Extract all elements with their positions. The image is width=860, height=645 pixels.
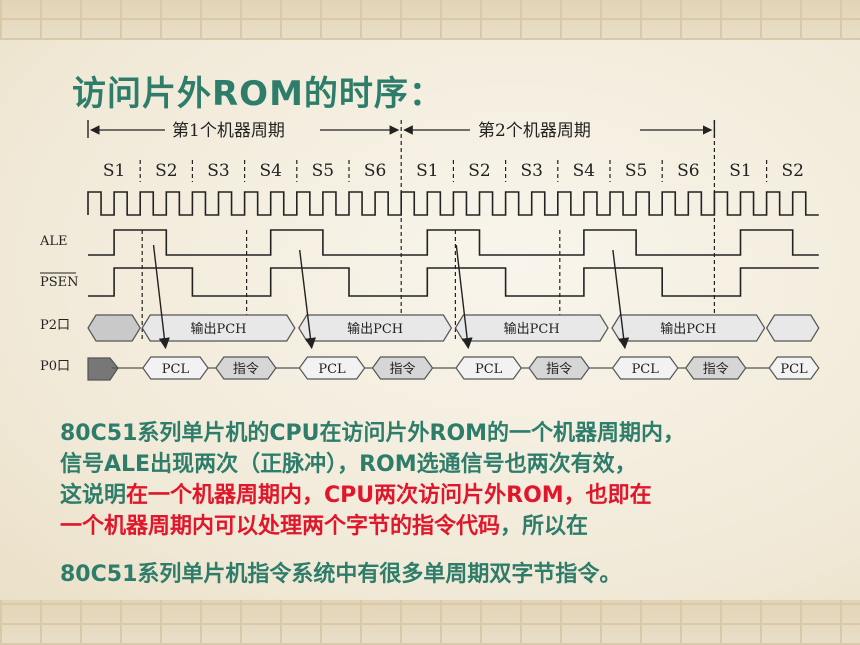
p0-instruction-segment-label: 指令	[389, 362, 415, 377]
signal-name: P0口	[40, 359, 70, 374]
clock-waveform	[87, 191, 819, 216]
p0-pcl-segment-label: PCL	[318, 362, 346, 377]
paragraph-line-4: 一个机器周期内可以处理两个字节的指令代码，所以在	[60, 511, 850, 542]
paragraph-line-3: 这说明在一个机器周期内，CPU两次访问片外ROM，也即在	[60, 480, 850, 511]
slide-title: 访问片外ROM的时序：	[72, 74, 444, 114]
state-label: S1	[416, 161, 438, 181]
p2-pch-segment-label: 输出PCH	[504, 321, 560, 337]
p0-instruction-segment-label: 指令	[233, 362, 259, 377]
p2-tail-segment	[765, 314, 820, 342]
ale-waveform	[88, 229, 819, 256]
psen-waveform	[88, 267, 819, 297]
p2-pch-segment-label: 输出PCH	[347, 321, 403, 337]
state-label: S3	[207, 161, 229, 181]
p0-pcl-segment-label: PCL	[162, 362, 190, 377]
latch-pointer-arrow	[152, 244, 170, 350]
decorative-border-bottom	[0, 600, 860, 645]
state-label: S1	[103, 161, 125, 181]
decorative-border-top	[0, 0, 860, 40]
state-label: S3	[520, 161, 542, 181]
state-label: S5	[312, 161, 334, 181]
paragraph-line-5: 80C51系列单片机指令系统中有很多单周期双字节指令。	[60, 562, 622, 587]
state-label: S1	[729, 161, 751, 181]
state-label: S2	[468, 161, 490, 181]
explanation-paragraph: 80C51系列单片机的CPU在访问片外ROM的一个机器周期内， 信号ALE出现两…	[60, 418, 850, 590]
p0-pcl-segment	[768, 356, 820, 380]
p2-invalid-segment	[87, 314, 141, 342]
p0-pcl-segment-label: PCL	[780, 362, 808, 377]
latch-pointer-arrow	[455, 244, 473, 350]
p2-pch-segment	[141, 314, 296, 342]
paragraph-line-2: 信号ALE出现两次（正脉冲），ROM选通信号也两次有效，	[60, 452, 637, 477]
signal-name: P2口	[40, 318, 70, 333]
p0-pcl-segment-label: PCL	[632, 362, 660, 377]
signal-name: PSEN	[40, 275, 79, 290]
p0-pcl-segment-label: PCL	[475, 362, 503, 377]
state-label: S2	[781, 161, 803, 181]
paragraph-emphasis-1: 在一个机器周期内，CPU两次访问片外ROM，也即在	[126, 483, 652, 508]
state-label: S6	[677, 161, 699, 181]
state-label: S4	[259, 161, 281, 181]
signal-name: ALE	[39, 234, 68, 249]
p0-instruction-segment-label: 指令	[703, 362, 729, 377]
paragraph-line-3-start: 这说明	[60, 483, 127, 508]
cycle-2-label: 第2个机器周期	[478, 121, 591, 141]
latch-pointer-arrow	[612, 249, 630, 350]
state-label: S6	[364, 161, 386, 181]
p0-instruction-segment-label: 指令	[546, 362, 572, 377]
p2-pch-segment-label: 输出PCH	[660, 321, 716, 337]
paragraph-line-1: 80C51系列单片机的CPU在访问片外ROM的一个机器周期内，	[60, 421, 686, 446]
latch-pointer-arrow	[298, 249, 317, 350]
p2-pch-segment-label: 输出PCH	[190, 321, 246, 337]
paragraph-emphasis-2: 一个机器周期内可以处理两个字节的指令代码	[60, 514, 501, 539]
state-label: S4	[573, 161, 595, 181]
p0-start-block	[87, 357, 119, 381]
state-label: S5	[625, 161, 647, 181]
paragraph-line-4-end: ，所以在	[500, 514, 589, 539]
timing-diagram: 第1个机器周期 第2个机器周期 S1 S2 S3 S4 S5 S6 S1 S2 S3 S4 S5 S6 S…	[39, 120, 820, 381]
cycle-1-label: 第1个机器周期	[172, 121, 285, 141]
state-label: S2	[155, 161, 177, 181]
